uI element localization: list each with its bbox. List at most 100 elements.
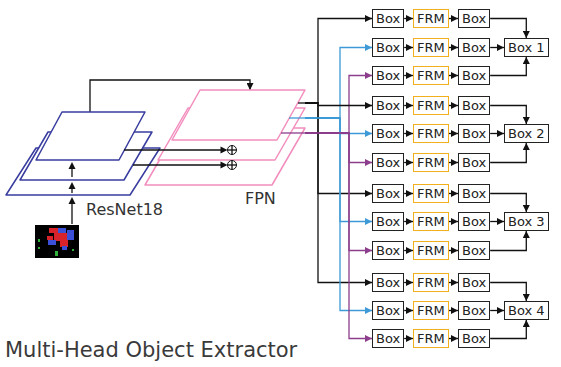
connector-arrow [305,48,372,119]
connector-arrow [404,193,413,194]
box-node: Box [372,38,404,57]
image-pixel [55,251,58,256]
box-node: Box [458,329,490,348]
box-label: Box [376,214,400,229]
connector-arrow [490,19,526,39]
connector-arrow [404,162,413,163]
connector-arrow [404,282,413,283]
connector-arrow [305,19,372,104]
connector-arrow [305,103,372,194]
connector-arrow [449,221,458,222]
box-label: FRM [417,331,445,346]
connector-arrow [490,106,526,125]
frm-box: FRM [413,212,449,231]
image-pixel [48,240,56,245]
box-label: FRM [417,243,445,258]
frm-box: FRM [413,241,449,260]
box-label: Box [376,275,400,290]
box-node: Box [458,153,490,172]
add-symbol-bar [231,161,232,170]
box-node: Box [458,212,490,231]
lateral-arrowhead [221,147,228,154]
connector-arrow [404,338,413,339]
frm-box: FRM [413,9,449,28]
image-pixel [72,249,74,251]
connector-arrow [305,133,372,251]
box-label: Box [462,11,486,26]
add-symbol [228,161,237,170]
connector-arrow [449,47,458,48]
image-pixel [58,228,66,233]
box-label: Box [376,155,400,170]
box-node: Box [372,9,404,28]
box-label: FRM [417,98,445,113]
box-node: Box [458,241,490,260]
backbone-stack: ResNet18 [4,112,172,216]
stage-label: ResNet18 [86,201,163,219]
flow-arrowhead [69,162,76,169]
connector-arrow [490,194,526,213]
bus-stub [298,102,305,103]
box-label: FRM [417,303,445,318]
box-node: Box [372,153,404,172]
image-pixel [47,236,53,240]
diagram-title: Multi-Head Object Extractor [5,338,297,362]
box-node: Box [372,301,404,320]
output-box: Box 1 [504,38,549,57]
connector-arrow [490,57,526,76]
box-label: Box [462,303,486,318]
image-pixel [49,228,58,233]
box-node: Box [458,301,490,320]
pyramid-layer [172,90,305,140]
connector-arrow [490,231,526,251]
output-box: Box 4 [504,301,549,320]
box-label: Box [462,68,486,83]
box-label: Box [462,155,486,170]
feature-layer [36,112,145,160]
fpn-stack: FPN [165,90,305,208]
add-symbol-bar [231,146,232,155]
box-label: Box 3 [508,214,545,229]
connector-arrow [449,250,458,251]
connector-arrow [449,193,458,194]
connector-arrow [305,103,372,283]
connector-arrow [490,320,526,339]
input-arrowhead [69,197,76,204]
connector-arrow [449,18,458,19]
bus-stub [289,117,305,118]
box-node: Box [372,184,404,203]
frm-box: FRM [413,273,449,292]
box-node: Box [458,38,490,57]
lateral-arrow-line [124,149,222,150]
box-node: Box [372,66,404,85]
connector-arrow [490,283,526,302]
box-label: FRM [417,126,445,141]
box-label: Box [376,40,400,55]
connector-arrow [305,133,372,339]
frm-box: FRM [413,329,449,348]
flow-arrow-line [71,168,72,177]
box-node: Box [458,9,490,28]
lateral-arrow-line [133,164,222,165]
connector-arrow [404,133,413,134]
connector-arrow [449,310,458,311]
connector-arrow [404,75,413,76]
box-node: Box [458,96,490,115]
connector-arrow [305,76,372,134]
box-node: Box [458,273,490,292]
box-label: Box [462,40,486,55]
stage-label: FPN [245,190,276,208]
connector-arrow [404,310,413,311]
frm-box: FRM [413,66,449,85]
box-node: Box [458,184,490,203]
input-arrow-line [71,203,72,224]
frm-box: FRM [413,184,449,203]
connector-layer [90,19,526,339]
box-node: Box [458,66,490,85]
add-symbol [228,146,237,155]
box-label: FRM [417,275,445,290]
box-node: Box [372,212,404,231]
frm-box: FRM [413,153,449,172]
box-label: Box 1 [508,40,545,55]
box-label: FRM [417,68,445,83]
